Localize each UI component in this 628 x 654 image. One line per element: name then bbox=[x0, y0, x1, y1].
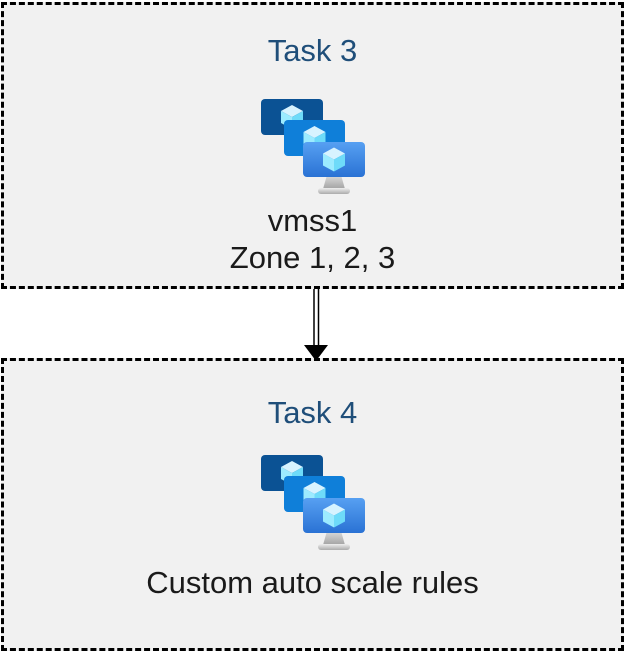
zone-label: Zone 1, 2, 3 bbox=[229, 240, 396, 275]
task4-caption: Custom auto scale rules bbox=[146, 564, 479, 601]
down-arrow-connector bbox=[304, 289, 328, 361]
task3-box: Task 3 bbox=[1, 2, 624, 289]
vmss-icon bbox=[260, 99, 365, 194]
autoscale-label: Custom auto scale rules bbox=[146, 565, 479, 600]
task3-title: Task 3 bbox=[267, 33, 358, 68]
task4-box: Task 4 bbox=[1, 358, 624, 651]
task4-title: Task 4 bbox=[267, 395, 358, 430]
vmss-name-label: vmss1 bbox=[267, 203, 358, 238]
vmss-icon bbox=[260, 455, 365, 550]
task3-caption: vmss1 Zone 1, 2, 3 bbox=[230, 202, 395, 276]
